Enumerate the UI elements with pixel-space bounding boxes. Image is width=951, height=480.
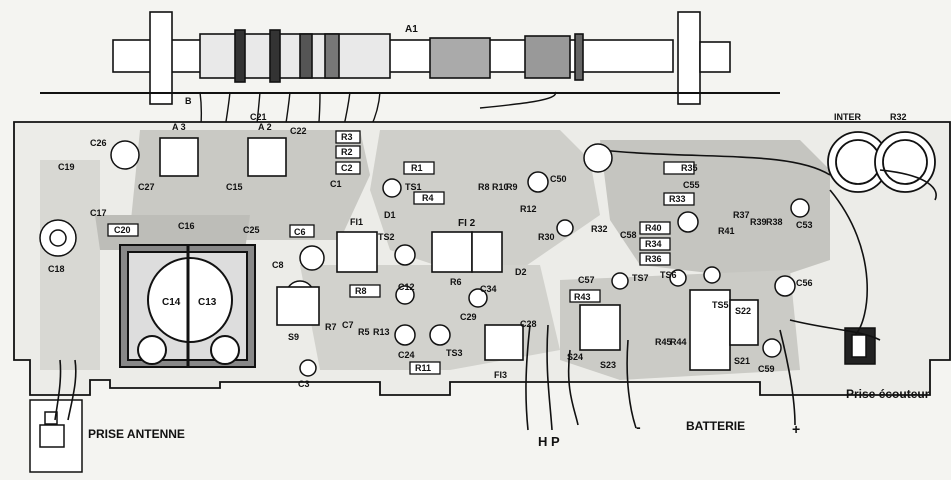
label-s22: S22 xyxy=(735,306,751,316)
label-r32: R32 xyxy=(890,112,907,122)
label-ts1: TS1 xyxy=(405,182,422,192)
label-c17: C17 xyxy=(90,208,107,218)
label-r8: R8 xyxy=(355,286,367,296)
label-b: B xyxy=(185,96,192,106)
label-r11: R11 xyxy=(415,363,431,373)
label-r1: R1 xyxy=(411,163,423,173)
label-r30: R30 xyxy=(538,232,555,242)
label-c59: C59 xyxy=(758,364,775,374)
label-r4: R4 xyxy=(422,193,434,203)
label-c14: C14 xyxy=(162,297,181,308)
label-minus: - xyxy=(636,419,641,435)
label-r36: R36 xyxy=(645,254,662,264)
label-c12: C12 xyxy=(398,282,415,292)
label-r9: R9 xyxy=(506,182,518,192)
label-c53: C53 xyxy=(796,220,813,230)
label-c26: C26 xyxy=(90,138,107,148)
label-r32b: R32 xyxy=(591,224,608,234)
label-r3: R3 xyxy=(341,132,353,142)
label-fi1: FI1 xyxy=(350,217,363,227)
label-r38: R38 xyxy=(766,217,783,227)
variable-capacitor xyxy=(119,244,256,368)
label-r2: R2 xyxy=(341,147,353,157)
label-c18: C18 xyxy=(48,264,65,274)
label-s9: S9 xyxy=(288,332,299,342)
label-c3: C3 xyxy=(298,379,310,389)
label-ts5: TS5 xyxy=(712,300,729,310)
label-c57: C57 xyxy=(578,275,595,285)
label-r41: R41 xyxy=(718,226,735,236)
label-ts7: TS7 xyxy=(632,273,649,283)
label-d1: D1 xyxy=(384,210,396,220)
component-circles xyxy=(39,140,810,377)
label-fi2: FI 2 xyxy=(458,218,476,229)
label-a3: A 3 xyxy=(172,122,186,132)
label-r8b: R8 xyxy=(478,182,490,192)
label-c19: C19 xyxy=(58,162,75,172)
label-c34: C34 xyxy=(480,284,497,294)
label-a2: A 2 xyxy=(258,122,272,132)
label-r43: R43 xyxy=(574,292,591,302)
label-c50: C50 xyxy=(550,174,567,184)
label-c24: C24 xyxy=(398,350,415,360)
label-r44: R44 xyxy=(670,337,687,347)
label-r5: R5 xyxy=(358,327,370,337)
label-r39: R39 xyxy=(750,217,767,227)
label-inter: INTER xyxy=(834,112,862,122)
label-c1: C1 xyxy=(330,179,342,189)
label-c29: C29 xyxy=(460,312,477,322)
label-c56: C56 xyxy=(796,278,813,288)
label-r45: R45 xyxy=(655,337,672,347)
label-r34: R34 xyxy=(645,239,662,249)
label-d2: D2 xyxy=(515,267,527,277)
label-c15: C15 xyxy=(226,182,243,192)
label-c55: C55 xyxy=(683,180,700,190)
label-r40: R40 xyxy=(645,223,662,233)
label-ts2: TS2 xyxy=(378,232,395,242)
label-s23: S23 xyxy=(600,360,616,370)
label-c22: C22 xyxy=(290,126,307,136)
inter-switch xyxy=(827,131,936,193)
label-r12: R12 xyxy=(520,204,537,214)
coil-blocks xyxy=(159,137,759,371)
label-c13: C13 xyxy=(198,297,217,308)
label-c7: C7 xyxy=(342,320,354,330)
label-ts3: TS3 xyxy=(446,348,463,358)
label-fi3: FI3 xyxy=(494,370,507,380)
ferrite-antenna xyxy=(40,11,780,105)
label-batterie: BATTERIE xyxy=(686,419,745,433)
label-c58: C58 xyxy=(620,230,637,240)
label-c20: C20 xyxy=(114,225,131,235)
external-wires xyxy=(54,149,937,431)
label-hp: H P xyxy=(538,434,560,449)
label-s24: S24 xyxy=(567,352,583,362)
label-c21: C21 xyxy=(250,112,267,122)
label-r7: R7 xyxy=(325,322,337,332)
label-r10: R10 xyxy=(492,182,509,192)
label-prise-antenne: PRISE ANTENNE xyxy=(88,427,185,441)
label-c8: C8 xyxy=(272,260,284,270)
label-c27: C27 xyxy=(138,182,155,192)
label-prise-ecouteur: Prise écouteur xyxy=(846,387,930,401)
label-r37: R37 xyxy=(733,210,750,220)
label-plus: + xyxy=(792,421,800,437)
label-c2: C2 xyxy=(341,163,353,173)
label-r13: R13 xyxy=(373,327,390,337)
label-s21: S21 xyxy=(734,356,750,366)
label-a1: A1 xyxy=(405,24,418,35)
label-c28: C28 xyxy=(520,319,537,329)
label-c16: C16 xyxy=(178,221,195,231)
label-c25: C25 xyxy=(243,225,260,235)
label-ts6: TS6 xyxy=(660,270,677,280)
label-r33: R33 xyxy=(669,194,686,204)
label-r35: R35 xyxy=(681,163,698,173)
label-c6: C6 xyxy=(294,227,306,237)
label-r6: R6 xyxy=(450,277,462,287)
